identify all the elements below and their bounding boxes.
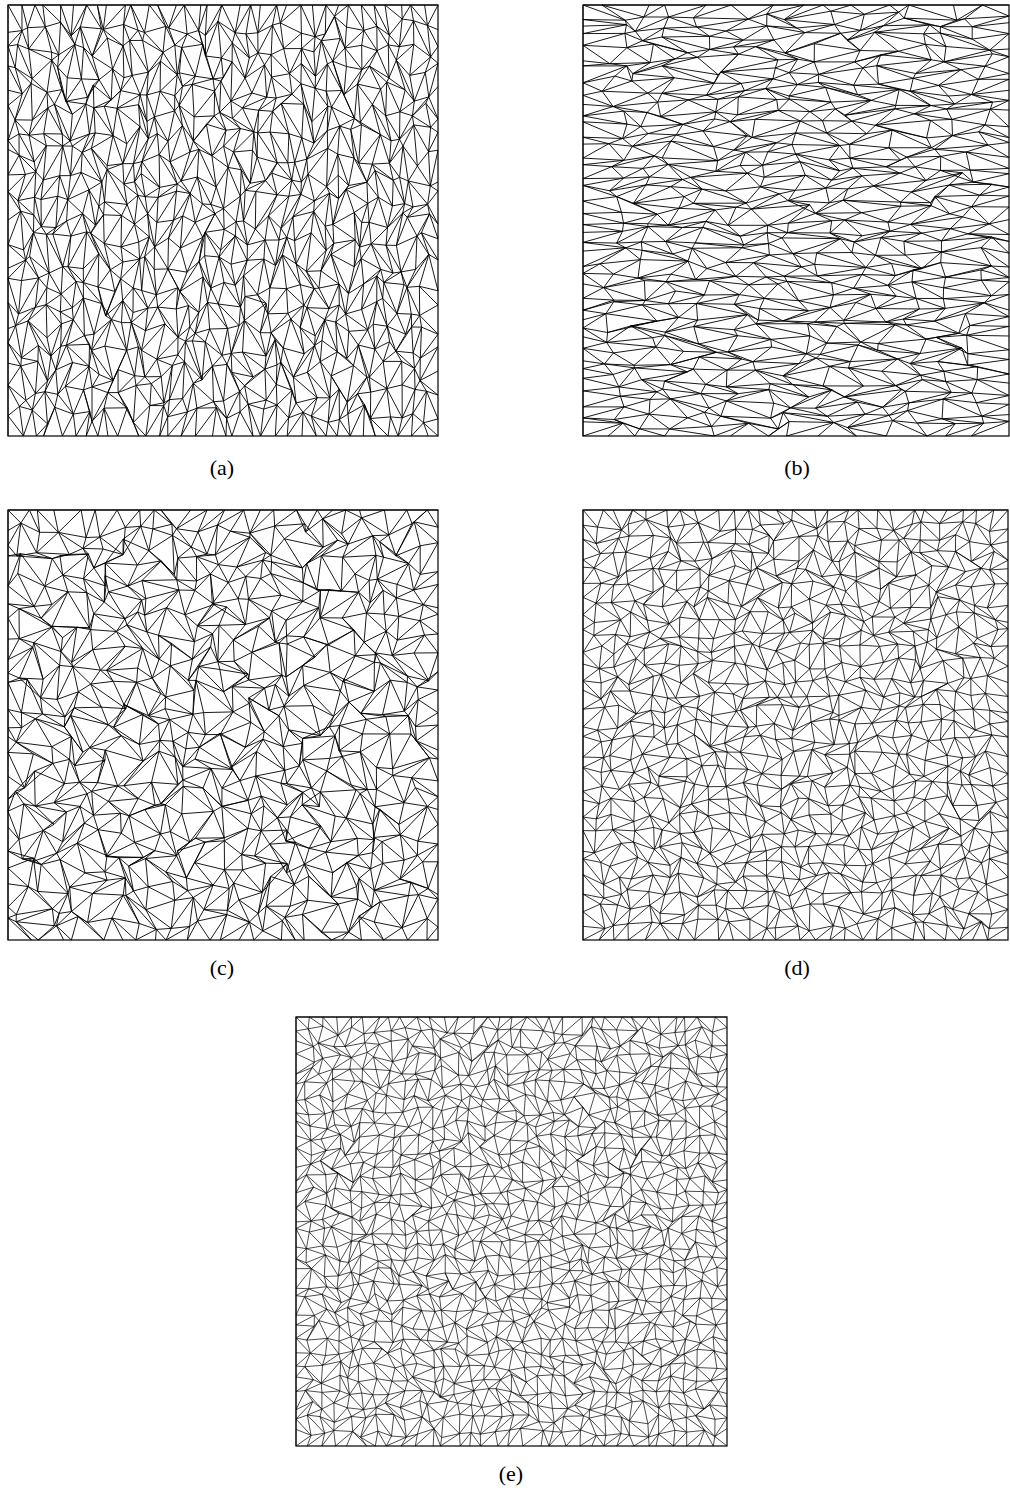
mesh-edges xyxy=(296,1017,727,1446)
mesh-edges xyxy=(583,510,1008,940)
panel-label: (a) xyxy=(208,455,236,481)
mesh-border xyxy=(583,5,1009,436)
mesh-border xyxy=(583,510,1008,940)
triangle-mesh xyxy=(296,1017,727,1446)
mesh-edges xyxy=(583,5,1009,436)
mesh-edges xyxy=(8,510,438,940)
mesh-edges xyxy=(8,5,438,436)
triangle-mesh xyxy=(583,510,1008,940)
panel-label: (d) xyxy=(782,955,812,981)
mesh-border xyxy=(296,1017,727,1446)
panel-label: (e) xyxy=(497,1461,525,1487)
triangle-mesh xyxy=(8,510,438,940)
mesh-border xyxy=(8,5,438,436)
triangle-mesh xyxy=(8,5,438,436)
triangle-mesh xyxy=(583,5,1009,436)
panel-label: (b) xyxy=(782,455,812,481)
panel-label: (c) xyxy=(208,955,236,981)
mesh-border xyxy=(8,510,438,940)
